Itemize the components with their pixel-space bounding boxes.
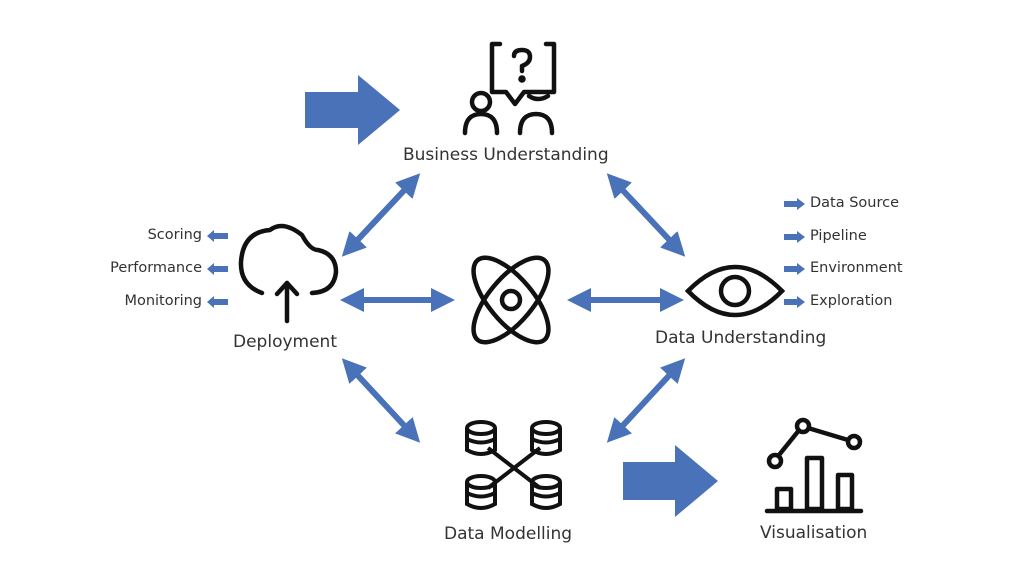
data-understanding-item-exploration: Exploration (810, 293, 893, 309)
arrow-business-data-understanding (606, 173, 686, 257)
business-understanding-label: Business Understanding (403, 145, 609, 165)
data-understanding-item-data-source: Data Source (810, 195, 900, 211)
database-network-icon (465, 420, 562, 510)
eye-icon (684, 264, 786, 318)
data-understanding-label: Data Understanding (655, 328, 827, 348)
arrow-business-deployment (341, 173, 421, 257)
visualisation-arrow (623, 445, 718, 517)
arrow-deployment-modelling (341, 358, 421, 443)
atom-icon (471, 255, 551, 345)
people-question-icon (462, 41, 557, 136)
data-modelling-label: Data Modelling (444, 524, 573, 544)
chart-icon (764, 417, 864, 514)
entry-arrow (305, 75, 400, 145)
visualisation-label: Visualisation (760, 523, 868, 543)
data-understanding-item-pipeline: Pipeline (810, 228, 867, 244)
deployment-item-performance: Performance (110, 260, 202, 276)
small-arrow-exploration (784, 296, 805, 308)
deployment-item-monitoring: Monitoring (124, 293, 202, 309)
small-arrow-pipeline (784, 231, 805, 243)
deployment-label: Deployment (233, 332, 337, 352)
arrow-data-understanding-modelling (606, 358, 686, 443)
small-arrow-data-source (784, 198, 805, 210)
small-arrow-performance (207, 263, 228, 275)
small-arrow-scoring (207, 230, 228, 242)
cloud-upload-icon (238, 223, 339, 324)
small-arrow-monitoring (207, 296, 228, 308)
small-arrow-environment (784, 263, 805, 275)
deployment-item-scoring: Scoring (147, 227, 202, 243)
data-understanding-item-environment: Environment (810, 260, 903, 276)
